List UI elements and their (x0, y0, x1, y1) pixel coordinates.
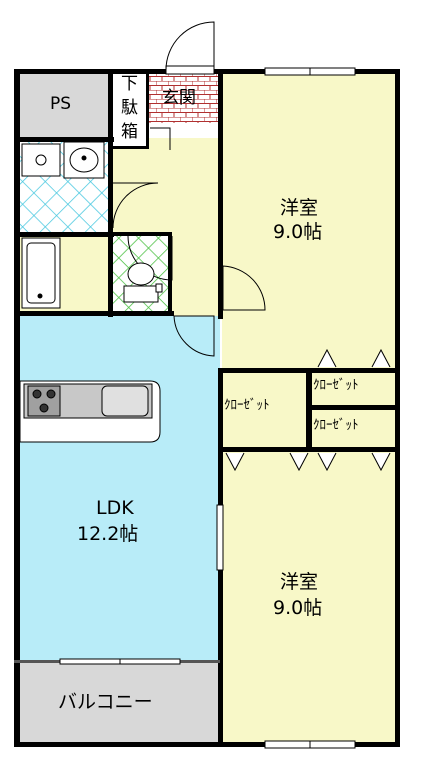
shoe-cabinet-label-2: 駄 (121, 98, 138, 118)
western-room-2-floor (222, 452, 395, 742)
ps-label: PS (50, 94, 72, 114)
toilet-bowl (123, 262, 163, 303)
western-room-1-floor (222, 73, 395, 369)
ldk-name: LDK (96, 497, 134, 519)
closet-upper-label: ｸﾛｰｾﾞｯﾄ (313, 378, 359, 393)
shoe-cabinet-label-1: 下 (121, 74, 138, 94)
closet-lower-label: ｸﾛｰｾﾞｯﾄ (313, 418, 359, 433)
washing-machine-place (21, 143, 61, 177)
ps-floor (20, 73, 110, 137)
ldk-size: 12.2帖 (77, 523, 139, 545)
closet-center-label: ｸﾛｰｾﾞｯﾄ (224, 398, 270, 413)
balcony-label: バルコニー (58, 691, 153, 713)
kitchen-counter (19, 380, 161, 443)
western-room-2-name: 洋室 (280, 571, 319, 593)
closet-folding-doors (225, 348, 391, 472)
shoe-cabinet-floor (113, 73, 146, 149)
entrance-floor (148, 73, 220, 123)
bathtub (21, 237, 61, 309)
entrance-label: 玄関 (162, 88, 196, 108)
windows (59, 67, 356, 749)
ldk-floor (20, 316, 220, 662)
washbasin (63, 141, 105, 179)
western-room-1-size: 9.0帖 (273, 221, 323, 243)
western-room-1-name: 洋室 (280, 197, 319, 219)
balcony-floor (20, 662, 220, 742)
shoe-cabinet-label-3: 箱 (121, 122, 138, 142)
walls (14, 69, 400, 747)
western-room-2-size: 9.0帖 (273, 597, 323, 619)
